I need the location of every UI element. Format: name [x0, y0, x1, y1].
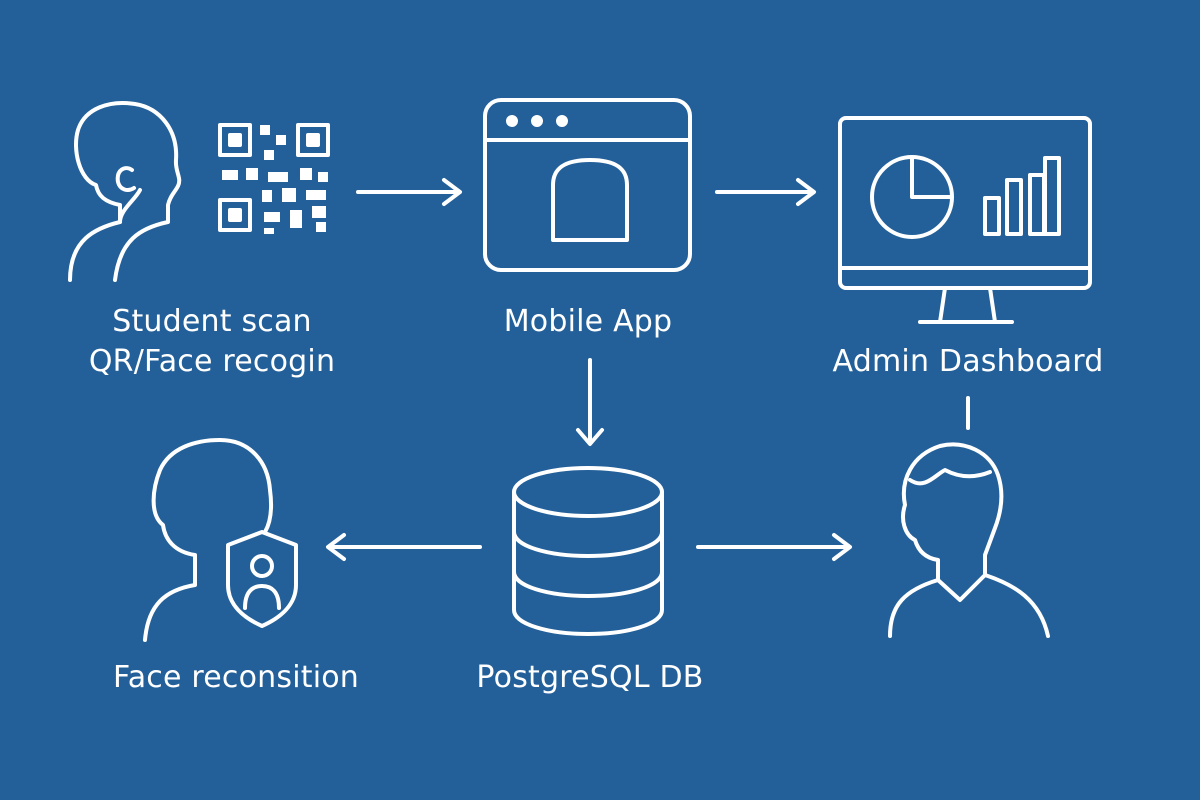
arrow-mobile-app-to-dashboard — [715, 178, 816, 206]
mobile-app-label: Mobile App — [503, 304, 673, 339]
face-recognition-label: Face reconsition — [113, 660, 359, 695]
arrow-mobile-app-to-database — [576, 358, 604, 446]
database-icon — [512, 466, 664, 636]
student-head-icon — [68, 101, 182, 282]
arrow-database-to-face-recognition — [326, 533, 482, 561]
arrow-student-to-mobile-app — [356, 178, 462, 206]
database-label: PostgreSQL DB — [476, 660, 704, 695]
student-label-line2: QR/Face recogin — [88, 344, 336, 379]
mobile-app-window-icon — [483, 98, 692, 272]
student-label-line1: Student scan — [112, 304, 312, 339]
monitor-dashboard-icon — [838, 116, 1092, 324]
arrow-database-to-admin — [696, 533, 852, 561]
face-recognition-icon — [143, 438, 298, 642]
qr-code-icon — [218, 123, 330, 234]
admin-person-icon — [888, 442, 1050, 638]
admin-dashboard-label: Admin Dashboard — [832, 344, 1104, 379]
